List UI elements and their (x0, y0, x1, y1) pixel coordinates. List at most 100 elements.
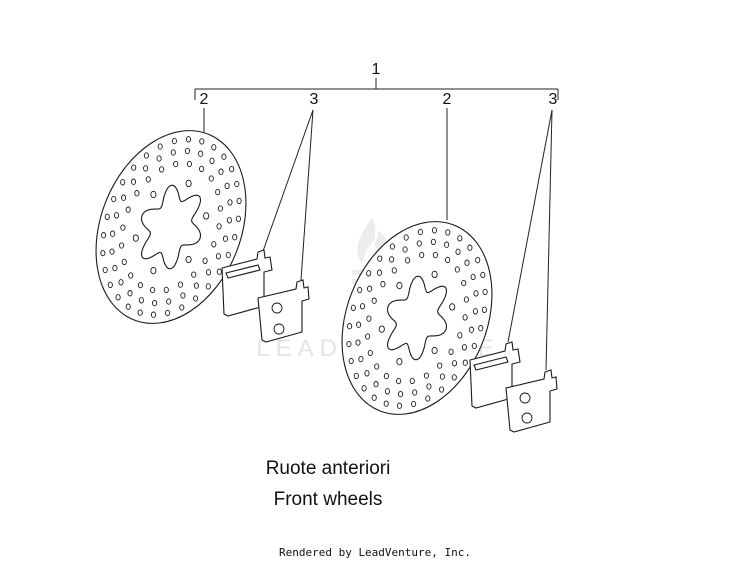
disc-bolt-hole (203, 212, 210, 220)
disc-vent-hole (209, 157, 215, 164)
disc-vent-hole (134, 190, 140, 197)
brake-pad-right-b (505, 369, 558, 433)
disc-vent-hole (152, 299, 158, 307)
brake-pad-left-b (257, 279, 310, 343)
disc-vent-hole (467, 244, 473, 251)
disc-vent-hole (364, 370, 370, 377)
disc-vent-hole (184, 147, 190, 155)
disc-vent-hole (412, 389, 418, 396)
disc-vent-hole (482, 288, 488, 296)
disc-vent-hole (121, 194, 127, 201)
disc-vent-hole (367, 285, 373, 292)
disc-vent-hole (444, 241, 450, 248)
disc-vent-hole (355, 339, 361, 346)
disc-vent-hole (113, 212, 120, 219)
disc-vent-hole (137, 281, 143, 289)
disc-vent-hole (396, 377, 402, 385)
disc-vent-hole (403, 234, 409, 241)
disc-vent-hole (215, 188, 221, 196)
disc-vent-hole (218, 168, 224, 175)
leader-lines (203, 108, 553, 371)
disc-vent-hole (128, 272, 134, 279)
disc-vent-hole (232, 234, 238, 241)
disc-vent-hole (478, 325, 484, 332)
disc-vent-hole (423, 372, 429, 379)
disc-bolt-hole (449, 303, 456, 311)
disc-bolt-hole (396, 281, 403, 290)
disc-vent-hole (454, 266, 460, 273)
disc-vent-hole (389, 256, 395, 263)
disc-vent-hole (389, 243, 395, 250)
disc-bolt-hole (185, 179, 192, 188)
callout-2-left: 2 (200, 91, 209, 108)
disc-vent-hole (215, 253, 221, 260)
disc-vent-hole (193, 295, 199, 302)
disc-vent-hole (120, 179, 126, 186)
disc-vent-hole (464, 259, 470, 266)
callout-3-right: 3 (549, 91, 558, 108)
disc-hub-right (386, 275, 448, 361)
disc-vent-hole (448, 348, 454, 355)
disc-vent-hole (472, 308, 478, 315)
disc-vent-hole (374, 363, 380, 370)
disc-vent-hole (159, 166, 165, 173)
disc-vent-hole (120, 224, 126, 231)
disc-bolt-hole (378, 325, 385, 333)
disc-vent-hole (431, 227, 438, 234)
disc-vent-hole (396, 402, 403, 409)
disc-vent-hole (432, 251, 438, 259)
disc-hub-left (140, 184, 202, 270)
disc-vent-hole (470, 273, 476, 281)
disc-vent-hole (102, 266, 108, 274)
disc-vent-hole (361, 385, 367, 392)
disc-vent-hole (186, 160, 192, 168)
disc-vent-hole (143, 152, 149, 159)
disc-vent-hole (111, 195, 117, 203)
disc-vent-hole (383, 400, 389, 407)
disc-vent-hole (125, 303, 131, 310)
disc-vent-hole (235, 215, 241, 222)
disc-vent-hole (112, 264, 118, 272)
disc-vent-hole (430, 238, 436, 246)
disc-vent-hole (380, 281, 386, 288)
disc-bolt-hole (396, 357, 403, 366)
disc-vent-hole (376, 269, 383, 276)
disc-vent-hole (480, 271, 486, 279)
disc-vent-hole (156, 155, 162, 162)
disc-vent-hole (457, 235, 463, 242)
callout-1: 1 (372, 61, 381, 78)
disc-vent-hole (205, 269, 212, 276)
callout-2-right: 2 (443, 91, 452, 108)
disc-vent-hole (358, 355, 364, 363)
disc-vent-hole (163, 286, 169, 294)
brake-disc-left (95, 130, 247, 324)
disc-vent-hole (100, 249, 106, 257)
disc-vent-hole (398, 390, 404, 398)
disc-vent-hole (481, 306, 487, 313)
disc-vent-hole (227, 199, 233, 206)
disc-vent-hole (226, 217, 232, 224)
disc-bolt-hole (431, 346, 438, 355)
disc-vent-hole (356, 321, 362, 328)
disc-vent-hole (471, 342, 477, 350)
disc-vent-hole (211, 144, 217, 151)
disc-vent-hole (405, 257, 411, 264)
disc-vent-hole (199, 138, 205, 145)
brake-disc-right (341, 221, 493, 415)
disc-vent-hole (461, 344, 467, 351)
disc-vent-hole (224, 182, 230, 190)
disc-vent-hole (138, 297, 144, 304)
disc-vent-hole (101, 232, 107, 239)
disc-vent-hole (371, 297, 377, 304)
disc-vent-hole (225, 251, 231, 259)
footer-credit: Rendered by LeadVenture, Inc. (279, 546, 471, 559)
disc-vent-hole (198, 150, 204, 157)
disc-vent-hole (115, 294, 121, 301)
disc-vent-hole (347, 323, 353, 330)
disc-vent-hole (367, 349, 373, 357)
disc-vent-hole (462, 359, 468, 366)
disc-vent-hole (107, 281, 113, 289)
disc-vent-hole (199, 165, 205, 173)
disc-vent-hole (211, 241, 217, 248)
disc-vent-hole (104, 213, 110, 220)
